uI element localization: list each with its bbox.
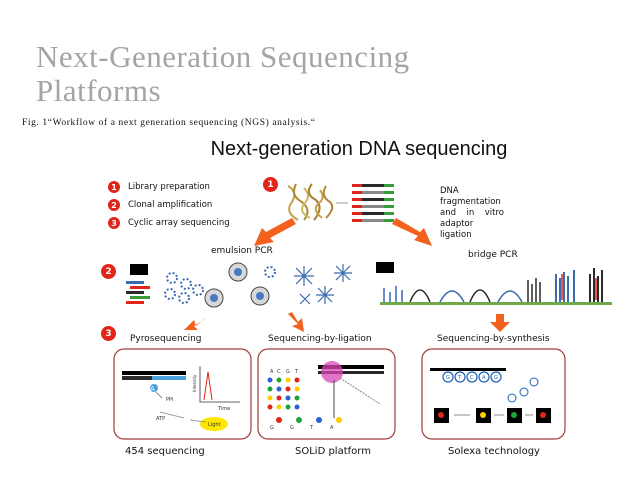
synthesis-base: A bbox=[482, 375, 486, 381]
synthesis-diagram bbox=[430, 368, 551, 423]
bridge-pcr-art bbox=[376, 262, 612, 305]
emulsion-pcr-label: emulsion PCR bbox=[211, 246, 273, 256]
pyro-light-label: Light bbox=[208, 422, 221, 428]
fragmentation-note: DNA fragmentation and in vitro adaptor l… bbox=[440, 186, 504, 241]
synthesis-base: G bbox=[494, 375, 498, 381]
pyrosequencing-label: Pyrosequencing bbox=[130, 334, 202, 344]
figure-title: Next-generation DNA sequencing bbox=[210, 138, 508, 160]
note-line: adaptor ligation bbox=[440, 219, 474, 240]
pyro-diagram bbox=[122, 366, 240, 431]
step-badge-3: 3 bbox=[101, 326, 116, 341]
arrow-to-emulsion-pcr bbox=[254, 218, 296, 246]
slide-title-line-2: Platforms bbox=[36, 73, 162, 108]
decode-base: G bbox=[290, 425, 294, 431]
legend-label: Clonal amplification bbox=[128, 200, 213, 210]
matrix-base-a: A bbox=[270, 369, 274, 375]
slide-title: Next-Generation Sequencing Platforms bbox=[36, 40, 410, 108]
step-number-badge: 1 bbox=[108, 181, 120, 193]
emulsion-pcr-art bbox=[126, 262, 276, 308]
legend-label: Cyclic array sequencing bbox=[128, 218, 230, 228]
platform-454-label: 454 sequencing bbox=[125, 446, 205, 457]
note-line: and in vitro bbox=[440, 208, 504, 219]
legend-item-sequencing: 3 Cyclic array sequencing bbox=[108, 214, 230, 232]
workflow-legend: 1 Library preparation 2 Clonal amplifica… bbox=[108, 178, 230, 232]
arrow-to-bridge-pcr bbox=[392, 218, 432, 246]
ligation-label: Sequencing-by-ligation bbox=[268, 334, 372, 344]
note-line: fragmentation bbox=[440, 197, 501, 207]
arrow-to-pyro bbox=[184, 318, 206, 330]
adaptor-ligated-fragments bbox=[352, 184, 394, 222]
platform-solexa-label: Solexa technology bbox=[448, 446, 540, 457]
color-matrix bbox=[267, 377, 300, 410]
slide-title-line-1: Next-Generation Sequencing bbox=[36, 39, 410, 74]
note-word: and bbox=[440, 208, 456, 218]
arrow-to-synthesis bbox=[490, 314, 510, 332]
decode-base: G bbox=[270, 425, 274, 431]
pyrosequencing-panel bbox=[113, 348, 252, 440]
legend-item-library: 1 Library preparation bbox=[108, 178, 230, 196]
matrix-base-t: T bbox=[294, 369, 299, 375]
note-word: vitro bbox=[484, 208, 504, 218]
step-number-badge: 3 bbox=[108, 217, 120, 229]
matrix-base-c: C bbox=[277, 369, 281, 375]
pyro-a-label: A bbox=[150, 385, 155, 393]
synthesis-label: Sequencing-by-synthesis bbox=[437, 334, 550, 344]
matrix-base-g: G bbox=[286, 369, 290, 375]
figure-caption: Fig. 1“Workflow of a next generation seq… bbox=[22, 118, 316, 128]
pyro-atp-label: ATP bbox=[156, 416, 165, 422]
decode-base: A bbox=[330, 425, 334, 431]
synthesis-base: T bbox=[457, 375, 462, 381]
pyro-ppi-label: PPi bbox=[166, 397, 173, 403]
step-number-badge: 2 bbox=[108, 199, 120, 211]
arrow-to-ligation bbox=[288, 312, 304, 332]
legend-label: Library preparation bbox=[128, 182, 210, 192]
step-badge-2: 2 bbox=[101, 264, 116, 279]
dna-fragments-image bbox=[287, 183, 334, 221]
note-line: DNA bbox=[440, 186, 459, 196]
decode-base: T bbox=[309, 425, 314, 431]
pyro-time-label: Time bbox=[217, 406, 230, 412]
bridge-pcr-label: bridge PCR bbox=[468, 250, 518, 260]
amplified-beads bbox=[294, 264, 352, 305]
step-badge-1: 1 bbox=[263, 177, 278, 192]
platform-solid-label: SOLiD platform bbox=[295, 446, 371, 457]
synthesis-base: G bbox=[446, 375, 450, 381]
synthesis-panel bbox=[421, 348, 566, 440]
note-word: in bbox=[466, 208, 475, 218]
synthesis-base: C bbox=[470, 375, 474, 381]
ligation-diagram bbox=[267, 361, 384, 423]
legend-item-amplification: 2 Clonal amplification bbox=[108, 196, 230, 214]
pyro-intensity-label: Intensity bbox=[192, 374, 197, 392]
